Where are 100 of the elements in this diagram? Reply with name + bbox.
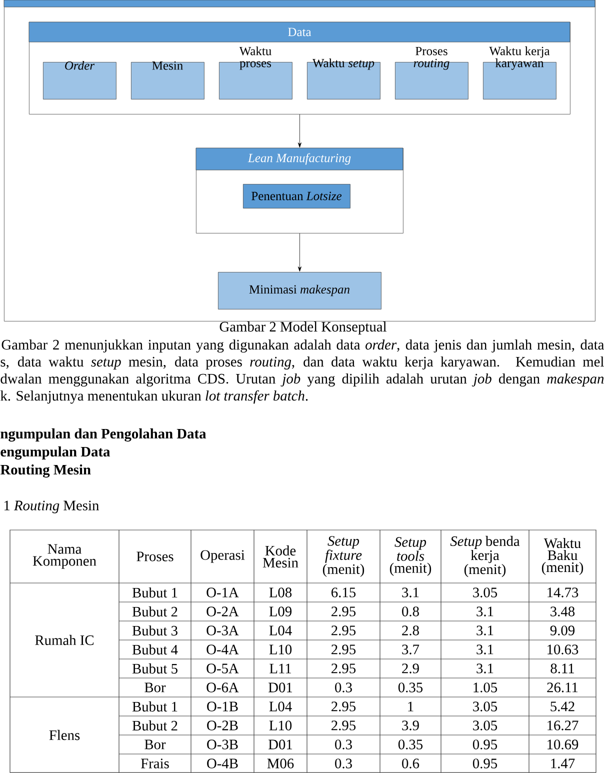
data-box: Mesin	[131, 61, 204, 100]
table-cell: O-2A	[206, 606, 239, 616]
section-heading: ngumpulan dan Pengolahan Data	[0, 428, 206, 442]
table-cell: Bubut 2	[132, 720, 178, 731]
table-cell: D01	[268, 682, 292, 692]
paragraph-line: k. Selanjutnya menentukan ukuran lot transfer batch.	[0, 390, 308, 404]
caption: Gambar 2 Model Konseptual	[220, 321, 386, 335]
table-cell: 6.15	[332, 588, 356, 598]
table-cell: O-2B	[207, 720, 238, 730]
table-cell: 2.95	[332, 664, 356, 674]
table-cell: D01	[268, 740, 292, 750]
table-cell: 10.63	[548, 644, 578, 654]
table-header: Nama Komponen	[32, 544, 96, 569]
section-heading: Routing Mesin	[0, 464, 91, 478]
table-cell: 1.05	[474, 682, 498, 692]
table-cell: 2.95	[332, 606, 356, 616]
table-cell: 0.35	[398, 682, 423, 692]
table-cell: 8.11	[550, 664, 574, 674]
table-cell: 26.11	[547, 682, 578, 692]
node-label: Proses	[416, 46, 448, 56]
data-box: Waktu kerja karyawan	[483, 46, 556, 100]
table-cell: 0.3	[335, 740, 352, 750]
table-cell: 14.73	[548, 588, 578, 598]
table-cell: O-5A	[206, 664, 239, 674]
table-cell: L10	[269, 720, 292, 730]
node-label: Waktu kerja	[489, 46, 550, 58]
table-cell: 0.6	[402, 758, 420, 768]
table-cell: O-4A	[206, 644, 239, 654]
table-cell: Frais	[141, 758, 169, 768]
data-box: Order	[43, 61, 116, 100]
paragraph-line: dwalan menggunakan algoritma CDS. Urutan job yang dipilih adalah urutan job dengan makespan	[0, 373, 604, 387]
node-label: Waktu	[239, 46, 272, 56]
table-cell: M06	[267, 758, 294, 768]
table-cell: 2.95	[332, 644, 356, 654]
data-box: Waktu setup	[307, 58, 380, 100]
table-cell: O-4B	[207, 758, 238, 768]
table-header: Proses	[136, 552, 174, 562]
table-cell: 10.69	[548, 740, 578, 750]
table-cell: 0.95	[472, 740, 498, 750]
table-cell: 3.9	[402, 720, 419, 730]
data-box: Waktu proses	[219, 46, 292, 100]
table-cell: 3.1	[476, 644, 494, 654]
paragraph-line: Gambar 2 menunjukkan inputan yang digunakan adalah data order, data jenis dan jumlah mesin, data	[2, 339, 604, 353]
paragraph-line: s, data waktu setup mesin, data proses routing, dan data waktu kerja karyawan. Kemudian mel	[0, 356, 604, 370]
table-title: 1 Routing Mesin	[4, 500, 99, 514]
table-cell: O-3B	[207, 740, 238, 750]
table-header: Setup tools (menit)	[390, 537, 432, 576]
table-cell: Bubut 2	[132, 606, 178, 617]
table-cell: 3.1	[402, 588, 419, 598]
table-cell: 0.3	[335, 682, 352, 692]
table-cell: L09	[269, 606, 292, 616]
table-header: Waktu Baku (menit)	[542, 538, 584, 576]
table-cell: 0.95	[472, 758, 498, 768]
table-cell: L04	[269, 702, 292, 712]
table-cell: L08	[269, 588, 292, 598]
table-cell: 2.95	[332, 720, 356, 730]
table-cell: 1.47	[551, 758, 575, 768]
table-cell: Bubut 3	[132, 625, 178, 636]
table-cell: 2.95	[332, 702, 356, 712]
process-box: Minimasi makespan	[218, 272, 382, 310]
table-cell: Bubut 1	[132, 701, 178, 712]
arrow	[298, 233, 302, 272]
arrow	[298, 114, 302, 148]
table-cell: 3.48	[550, 606, 575, 616]
table-cell: O-1B	[207, 702, 238, 712]
table-cell: 16.27	[548, 720, 578, 730]
table-cell: Rumah IC	[35, 634, 94, 646]
table-cell: Bubut 5	[132, 663, 178, 674]
table-cell: L11	[270, 664, 291, 674]
table-cell: 3.05	[473, 588, 498, 598]
table-cell: Flens	[49, 730, 80, 740]
table-cell: 0.3	[335, 758, 352, 768]
table-cell: 3.1	[476, 664, 494, 674]
table-cell: Bubut 1	[132, 587, 178, 598]
table-header: Setup fixture (menit)	[322, 536, 364, 577]
table-cell: 9.09	[550, 626, 574, 636]
table-header: Operasi	[200, 550, 245, 563]
table-cell: 3.1	[476, 606, 494, 616]
table-cell: 3.7	[402, 644, 420, 654]
table-cell: 3.05	[473, 702, 498, 712]
table-cell: 0.35	[398, 740, 423, 750]
table-cell: 2.95	[332, 626, 356, 636]
table-cell: L04	[269, 626, 292, 636]
table-cell: Bor	[144, 740, 166, 750]
table-cell: 2.8	[402, 626, 419, 636]
table-header: Kode Mesin	[262, 545, 298, 568]
data-box: Proses routing	[395, 46, 468, 100]
table-header: Setup benda kerja (menit)	[450, 536, 520, 578]
table-cell: O-3A	[206, 626, 239, 636]
table-cell: 3.05	[473, 720, 498, 730]
table-cell: O-6A	[206, 682, 239, 692]
process-box: Penentuan Lotsize	[243, 184, 350, 208]
table-cell: L10	[269, 644, 292, 654]
table-cell: Bor	[144, 682, 166, 692]
table-cell: 3.1	[476, 626, 494, 636]
table-cell: Bubut 4	[132, 644, 178, 655]
table-cell: O-1A	[206, 588, 239, 598]
table-cell: 5.42	[550, 702, 574, 712]
table-cell: 2.9	[402, 664, 419, 674]
table-cell: 1	[408, 702, 414, 712]
